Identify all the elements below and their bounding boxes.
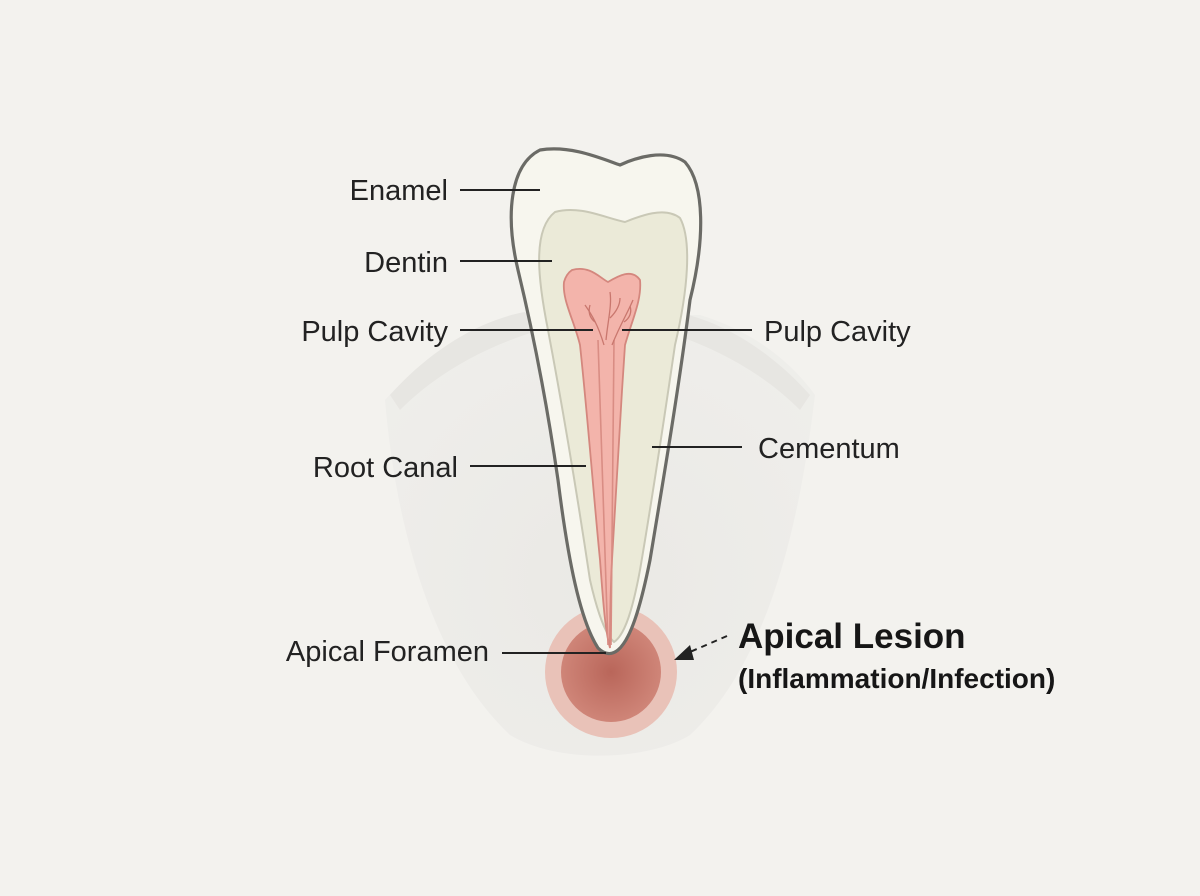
enamel-label: Enamel — [350, 175, 448, 207]
pulp-cavity-left-label: Pulp Cavity — [301, 316, 448, 348]
apical-lesion-subtitle: (Inflammation/Infection) — [738, 663, 1055, 694]
root-canal-label: Root Canal — [313, 452, 458, 484]
gum-crest-right — [660, 312, 810, 410]
gum-crest-left — [390, 312, 540, 410]
apical-lesion-title: Apical Lesion — [738, 617, 966, 656]
cementum-label: Cementum — [758, 433, 900, 465]
root-canal-line-right — [610, 339, 615, 646]
apical-foramen-label: Apical Foramen — [286, 636, 489, 668]
pulp-nerve-branches — [584, 291, 634, 346]
dentin-label: Dentin — [364, 247, 448, 279]
leader-lines — [460, 189, 752, 654]
lesion-arrow — [674, 635, 728, 660]
root-canal-line-left — [597, 339, 609, 646]
pulp-cavity-right-label: Pulp Cavity — [764, 316, 911, 348]
apical-lesion — [545, 606, 677, 738]
